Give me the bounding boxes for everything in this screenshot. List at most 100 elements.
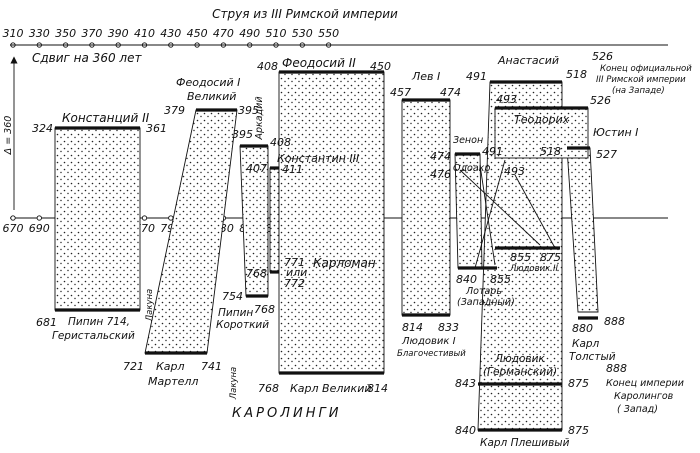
label-arcadius: Аркадий [254,96,265,140]
top-axis-title: Струя из III Римской империи [212,7,398,21]
label-pippin-short-2: Короткий [216,319,269,331]
axis-tick-label: 390 [108,27,129,40]
axis-tick-label: 550 [318,27,339,40]
cross-line-2 [479,164,496,266]
label-pippin-short-1: Пипин [218,307,253,319]
label-cm771: 771 [284,256,305,269]
axis-tick-label: 430 [160,27,181,40]
label-l2-855: 855 [510,251,531,264]
label-lo840: 840 [456,273,477,286]
label-charles-fat-2: Толстый [569,351,616,363]
axis-tick-marker [10,215,16,221]
label-j527: 527 [596,148,617,161]
axis-tick-label: 510 [266,27,287,40]
axis-tick-label: 330 [29,27,50,40]
label-a408: 408 [270,136,291,149]
cross-line-1 [459,169,541,246]
label-louis2: Людовик II [509,264,559,274]
label-lo855: 855 [490,273,511,286]
label-justin1: Юстин I [593,126,638,139]
label-charles-martel-2: Мартелл [148,375,198,388]
label-constantius: Констанций II [62,111,150,125]
label-end-west-3: (на Западе) [612,86,665,96]
label-cg768: 768 [258,382,279,395]
label-louis-german-1: Людовик [494,353,545,365]
label-m741: 741 [201,360,222,373]
label-lp833: 833 [438,321,459,334]
label-pippin-heristal-1: Пипин 714, [68,316,130,328]
cross-line-4 [514,174,556,249]
label-charles-martel-1: Карл [156,360,185,373]
axis-tick-label: 470 [213,27,234,40]
label-ps754: 754 [222,290,243,303]
label-z491: 491 [482,145,503,158]
label-t2-450: 450 [370,60,391,73]
justin-shape [566,147,599,313]
shift-label: Сдвиг на 360 лет [32,51,142,65]
label-end-west-526: 526 [592,50,613,63]
axis-tick-marker [36,215,42,221]
label-lp814: 814 [402,321,423,334]
label-louis-pious-1: Людовик I [401,336,456,347]
label-t395: 395 [238,104,259,117]
label-constantine3: Константин III [277,152,359,165]
label-lg843: 843 [455,377,476,390]
label-cg814: 814 [367,382,388,395]
label-louis-pious-2: Благочестивый [397,349,466,359]
label-theodoric: Теодорих [514,113,570,126]
axis-tick-label: 370 [81,27,102,40]
label-charlemagne: Карл Великий [290,382,372,395]
axis-tick-label: 670 [3,222,24,235]
label-th526: 526 [590,94,611,107]
label-lg875: 875 [568,377,589,390]
label-an518: 518 [566,68,587,81]
label-j518: 518 [540,145,561,158]
label-carloman: Карломан [313,256,376,270]
label-a395: 395 [232,128,253,141]
theodosius2-shape [278,71,385,374]
label-an491: 491 [466,70,487,83]
label-p681: 681 [36,316,57,329]
label-z476: 476 [430,168,451,181]
label-zeno: Зенон [453,135,483,146]
leo1-shape [401,99,451,316]
label-cf888: 888 [604,315,625,328]
label-cb840: 840 [455,424,476,437]
bottom-title: КАРОЛИНГИ [232,406,341,421]
axis-tick-label: 530 [292,27,313,40]
label-charles-fat-1: Карл [572,338,600,350]
label-t2-408: 408 [257,60,278,73]
label-pippin-heristal-2: Геристальский [52,330,135,342]
label-c324: 324 [32,122,53,135]
label-end-carol-3: ( Запад) [617,404,658,415]
label-z474: 474 [430,150,451,163]
label-end-carol-1: Конец империи [606,378,684,389]
theodoric-overlay [494,107,589,159]
label-t379: 379 [164,104,185,117]
label-l2-875: 875 [540,251,561,264]
label-cm768: 768 [246,267,267,280]
label-lothair-1: Лотарь [465,286,502,297]
label-c361: 361 [146,122,167,135]
label-lacuna2: Лакуна [229,367,239,401]
constantius-shape [54,127,141,311]
axis-tick-label: 350 [55,27,76,40]
axis-tick-label: 310 [3,27,24,40]
label-c3-407: 407 [246,162,267,175]
label-end-west-2: III Римской империи [596,75,686,85]
constantine3-shape [269,167,280,273]
label-lothair-2: (Западный) [457,297,515,308]
label-m721: 721 [123,360,144,373]
label-o493: 493 [504,165,525,178]
label-l457: 457 [390,86,411,99]
label-end-west-1: Конец официальной [600,64,692,74]
axis-tick-label: 490 [239,27,260,40]
axis-tick-marker [168,215,174,221]
axis-tick-marker [141,215,148,221]
label-end-carol-888: 888 [606,362,627,375]
label-cm772: 772 [284,277,305,290]
axis-tick-label: 690 [29,222,50,235]
label-charles-bald: Карл Плешивый [480,437,570,449]
